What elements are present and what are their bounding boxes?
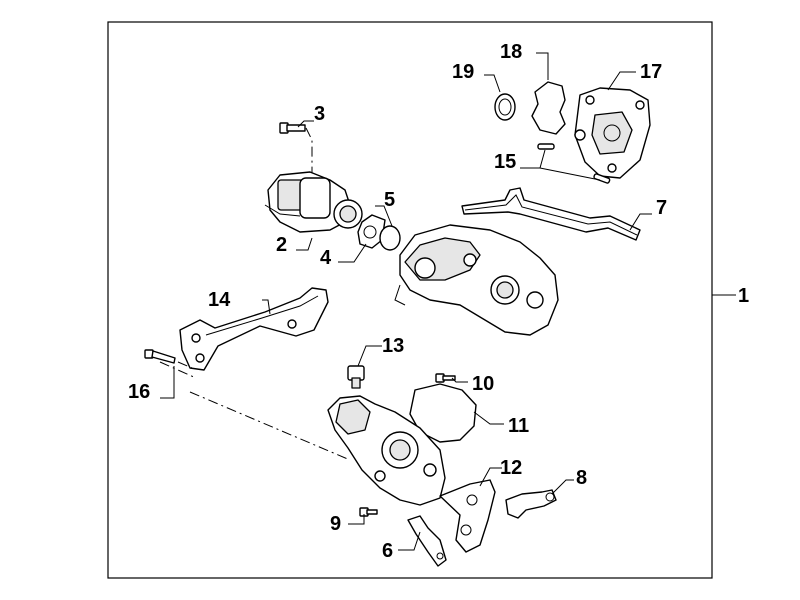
callout-19: 19 (452, 61, 474, 83)
callout-17: 17 (640, 61, 662, 83)
part-5-o-ring (379, 225, 401, 251)
part-15-dowel (537, 143, 611, 184)
part-10-bolt (435, 373, 456, 383)
part-7-pipe (461, 187, 641, 241)
leader-lines (160, 52, 736, 551)
callout-16: 16 (128, 381, 150, 403)
part-12-bracket (439, 479, 496, 553)
callout-7: 7 (656, 197, 667, 219)
diagram-frame (107, 21, 713, 579)
callout-10: 10 (472, 373, 494, 395)
callout-11: 11 (508, 415, 529, 437)
callout-1: 1 (738, 285, 749, 307)
callout-12: 12 (500, 457, 522, 479)
part-17-cover (574, 87, 651, 179)
callout-5: 5 (384, 189, 395, 211)
callout-3: 3 (314, 103, 325, 125)
callout-6: 6 (382, 540, 393, 562)
part-14-oil-pipe (179, 287, 329, 371)
part-18-gasket (531, 81, 566, 135)
part-6-hose (407, 515, 447, 567)
callout-2: 2 (276, 234, 287, 256)
part-19-o-ring (494, 93, 516, 121)
callout-9: 9 (330, 513, 341, 535)
water-pump-assembly (327, 395, 446, 506)
callout-8: 8 (576, 467, 587, 489)
part-4-gasket (357, 214, 386, 249)
part-11-gasket (409, 383, 477, 443)
water-housing-assembly (394, 224, 559, 336)
part-9-bolt (359, 507, 378, 517)
part-13-sensor (347, 365, 365, 389)
callout-15: 15 (494, 151, 516, 173)
part-16-bolt (144, 349, 176, 364)
callout-4: 4 (320, 247, 332, 269)
callout-18: 18 (500, 41, 522, 63)
callout-14: 14 (208, 289, 231, 311)
part-8-hose (505, 489, 557, 519)
part-2-egr-valve (264, 171, 363, 233)
part-3-bolt (279, 122, 306, 134)
callout-13: 13 (382, 335, 404, 357)
